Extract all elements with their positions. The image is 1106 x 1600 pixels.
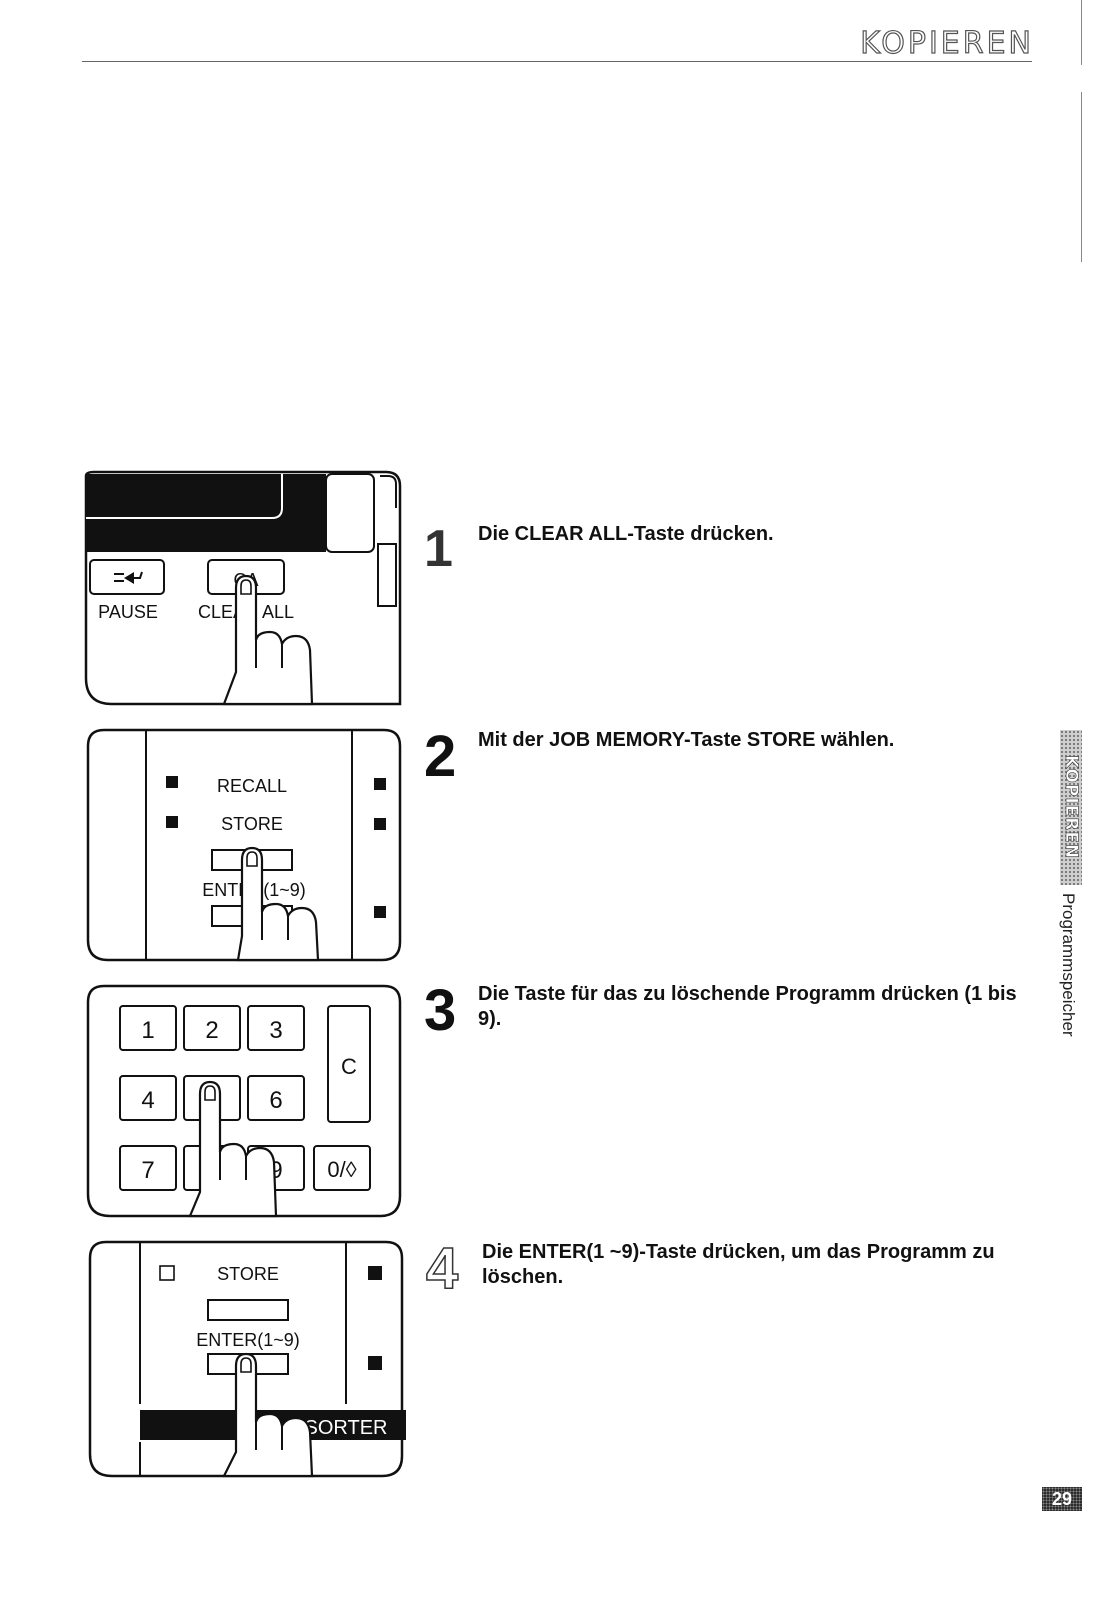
pointing-hand-icon [188, 1080, 278, 1218]
store-label: STORE [217, 1264, 279, 1284]
keypad-key-label: 2 [205, 1017, 218, 1044]
clear-key-label: C [341, 1054, 357, 1079]
section-label: Programmspeicher [1059, 893, 1078, 1037]
step-number-1: 1 [424, 520, 453, 578]
keypad-key-2[interactable] [183, 1005, 241, 1051]
keypad-key-label: 7 [141, 1157, 154, 1184]
section-tab: KOPIEREN [1060, 730, 1082, 885]
page-number: 29 [1042, 1487, 1082, 1511]
pointing-hand-icon [222, 574, 314, 706]
pause-icon [114, 571, 143, 584]
store-key[interactable] [207, 1299, 289, 1321]
step-3-text: Die Taste für das zu löschende Programm … [478, 983, 1017, 1030]
keypad-key-6[interactable] [247, 1075, 305, 1121]
edge-mark [1081, 92, 1082, 262]
panel-enter: STORE ENTER(1~9) SORTER [88, 1240, 406, 1478]
clear-key[interactable] [327, 1005, 371, 1123]
step-number-4: 4 [425, 1236, 459, 1301]
panel-numeric-keypad: 123456789 C 0/◊ [86, 984, 402, 1218]
pointing-hand-icon [236, 846, 320, 962]
edge-mark [1081, 0, 1082, 65]
recall-label: RECALL [217, 776, 287, 796]
keypad-key-7[interactable] [119, 1145, 177, 1191]
sorter-label: SORTER [305, 1417, 388, 1439]
keypad-key-3[interactable] [247, 1005, 305, 1051]
step-1-text: Die CLEAR ALL-Taste drücken. [478, 523, 774, 545]
panel-job-memory: RECALL STORE ENTER(1~9) [86, 728, 402, 962]
keypad-key-label: 1 [141, 1017, 154, 1044]
header-rule [82, 61, 1032, 62]
keypad-key-label: 3 [269, 1017, 282, 1044]
step-number-3: 3 [424, 978, 457, 1043]
zero-key-label: 0/◊ [327, 1157, 356, 1182]
pause-label: PAUSE [98, 602, 158, 622]
keypad-key-label: 4 [141, 1087, 154, 1114]
enter-label: ENTER(1~9) [196, 1330, 300, 1350]
step-number-2: 2 [424, 724, 457, 789]
keypad-key-4[interactable] [119, 1075, 177, 1121]
section-tab-label: KOPIEREN [1061, 755, 1082, 860]
keypad-key-1[interactable] [119, 1005, 177, 1051]
zero-key[interactable] [313, 1145, 371, 1191]
page-header-title: KOPIEREN [860, 25, 1034, 61]
step-4-text: Die ENTER(1 ~9)-Taste drücken, um das Pr… [482, 1241, 995, 1288]
step-2-text: Mit der JOB MEMORY-Taste STORE wählen. [478, 729, 895, 751]
panel-clear-all: CA PAUSE CLEAR ALL [84, 470, 402, 706]
store-label: STORE [221, 814, 283, 834]
keypad-key-label: 6 [269, 1087, 282, 1114]
pointing-hand-icon [222, 1352, 314, 1478]
